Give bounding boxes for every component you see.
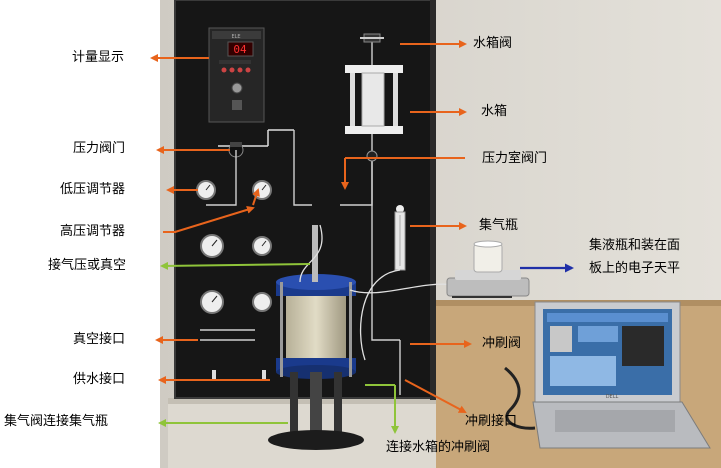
label-tank-valve: 水箱阀 [473, 36, 513, 51]
water-tank [345, 65, 403, 134]
label-tank-flush-valve: 连接水箱的冲刷阀 [386, 440, 491, 455]
orange-arrows [150, 40, 472, 413]
label-flush-valve: 冲刷阀 [482, 336, 522, 351]
label-vacuum-port: 真空接口 [73, 332, 126, 347]
small-fittings [212, 370, 266, 380]
gas-collector-tube [394, 205, 406, 271]
laptop-brand: DELL [606, 394, 619, 400]
label-water-tank: 水箱 [481, 104, 508, 119]
panel-tubing [200, 40, 400, 341]
water-tank-valve [360, 33, 384, 43]
laptop: DELL [532, 301, 711, 449]
display-reading: 04 [233, 43, 247, 56]
label-balance-line1: 集液瓶和装在面 [589, 238, 681, 253]
panel-label: ELE [231, 34, 240, 40]
label-low-regulator: 低压调节器 [60, 182, 126, 197]
label-high-regulator: 高压调节器 [60, 224, 126, 239]
label-flush-port: 冲刷接口 [465, 414, 518, 429]
external-tubing [299, 224, 456, 395]
low-pressure-gauge [196, 180, 216, 200]
meter-display: ELE 04 [208, 27, 265, 123]
pressure-chamber-valve [366, 150, 378, 162]
cable [504, 366, 536, 430]
label-water-supply-port: 供水接口 [73, 372, 126, 387]
label-balance-line2: 板上的电子天平 [589, 261, 681, 276]
label-gas-valve-connect: 集气阀连接集气瓶 [4, 414, 109, 429]
label-pressure-vacuum-port: 接气压或真空 [48, 258, 127, 273]
label-meter-display: 计量显示 [72, 50, 125, 65]
pressure-cell [268, 225, 364, 450]
electronic-balance [446, 240, 530, 298]
green-arrows [158, 261, 399, 434]
label-gas-collector: 集气瓶 [479, 218, 519, 233]
panel-gauges [200, 234, 272, 314]
label-chamber-valve: 压力室阀门 [482, 151, 548, 166]
label-pressure-valve: 压力阀门 [73, 141, 126, 156]
